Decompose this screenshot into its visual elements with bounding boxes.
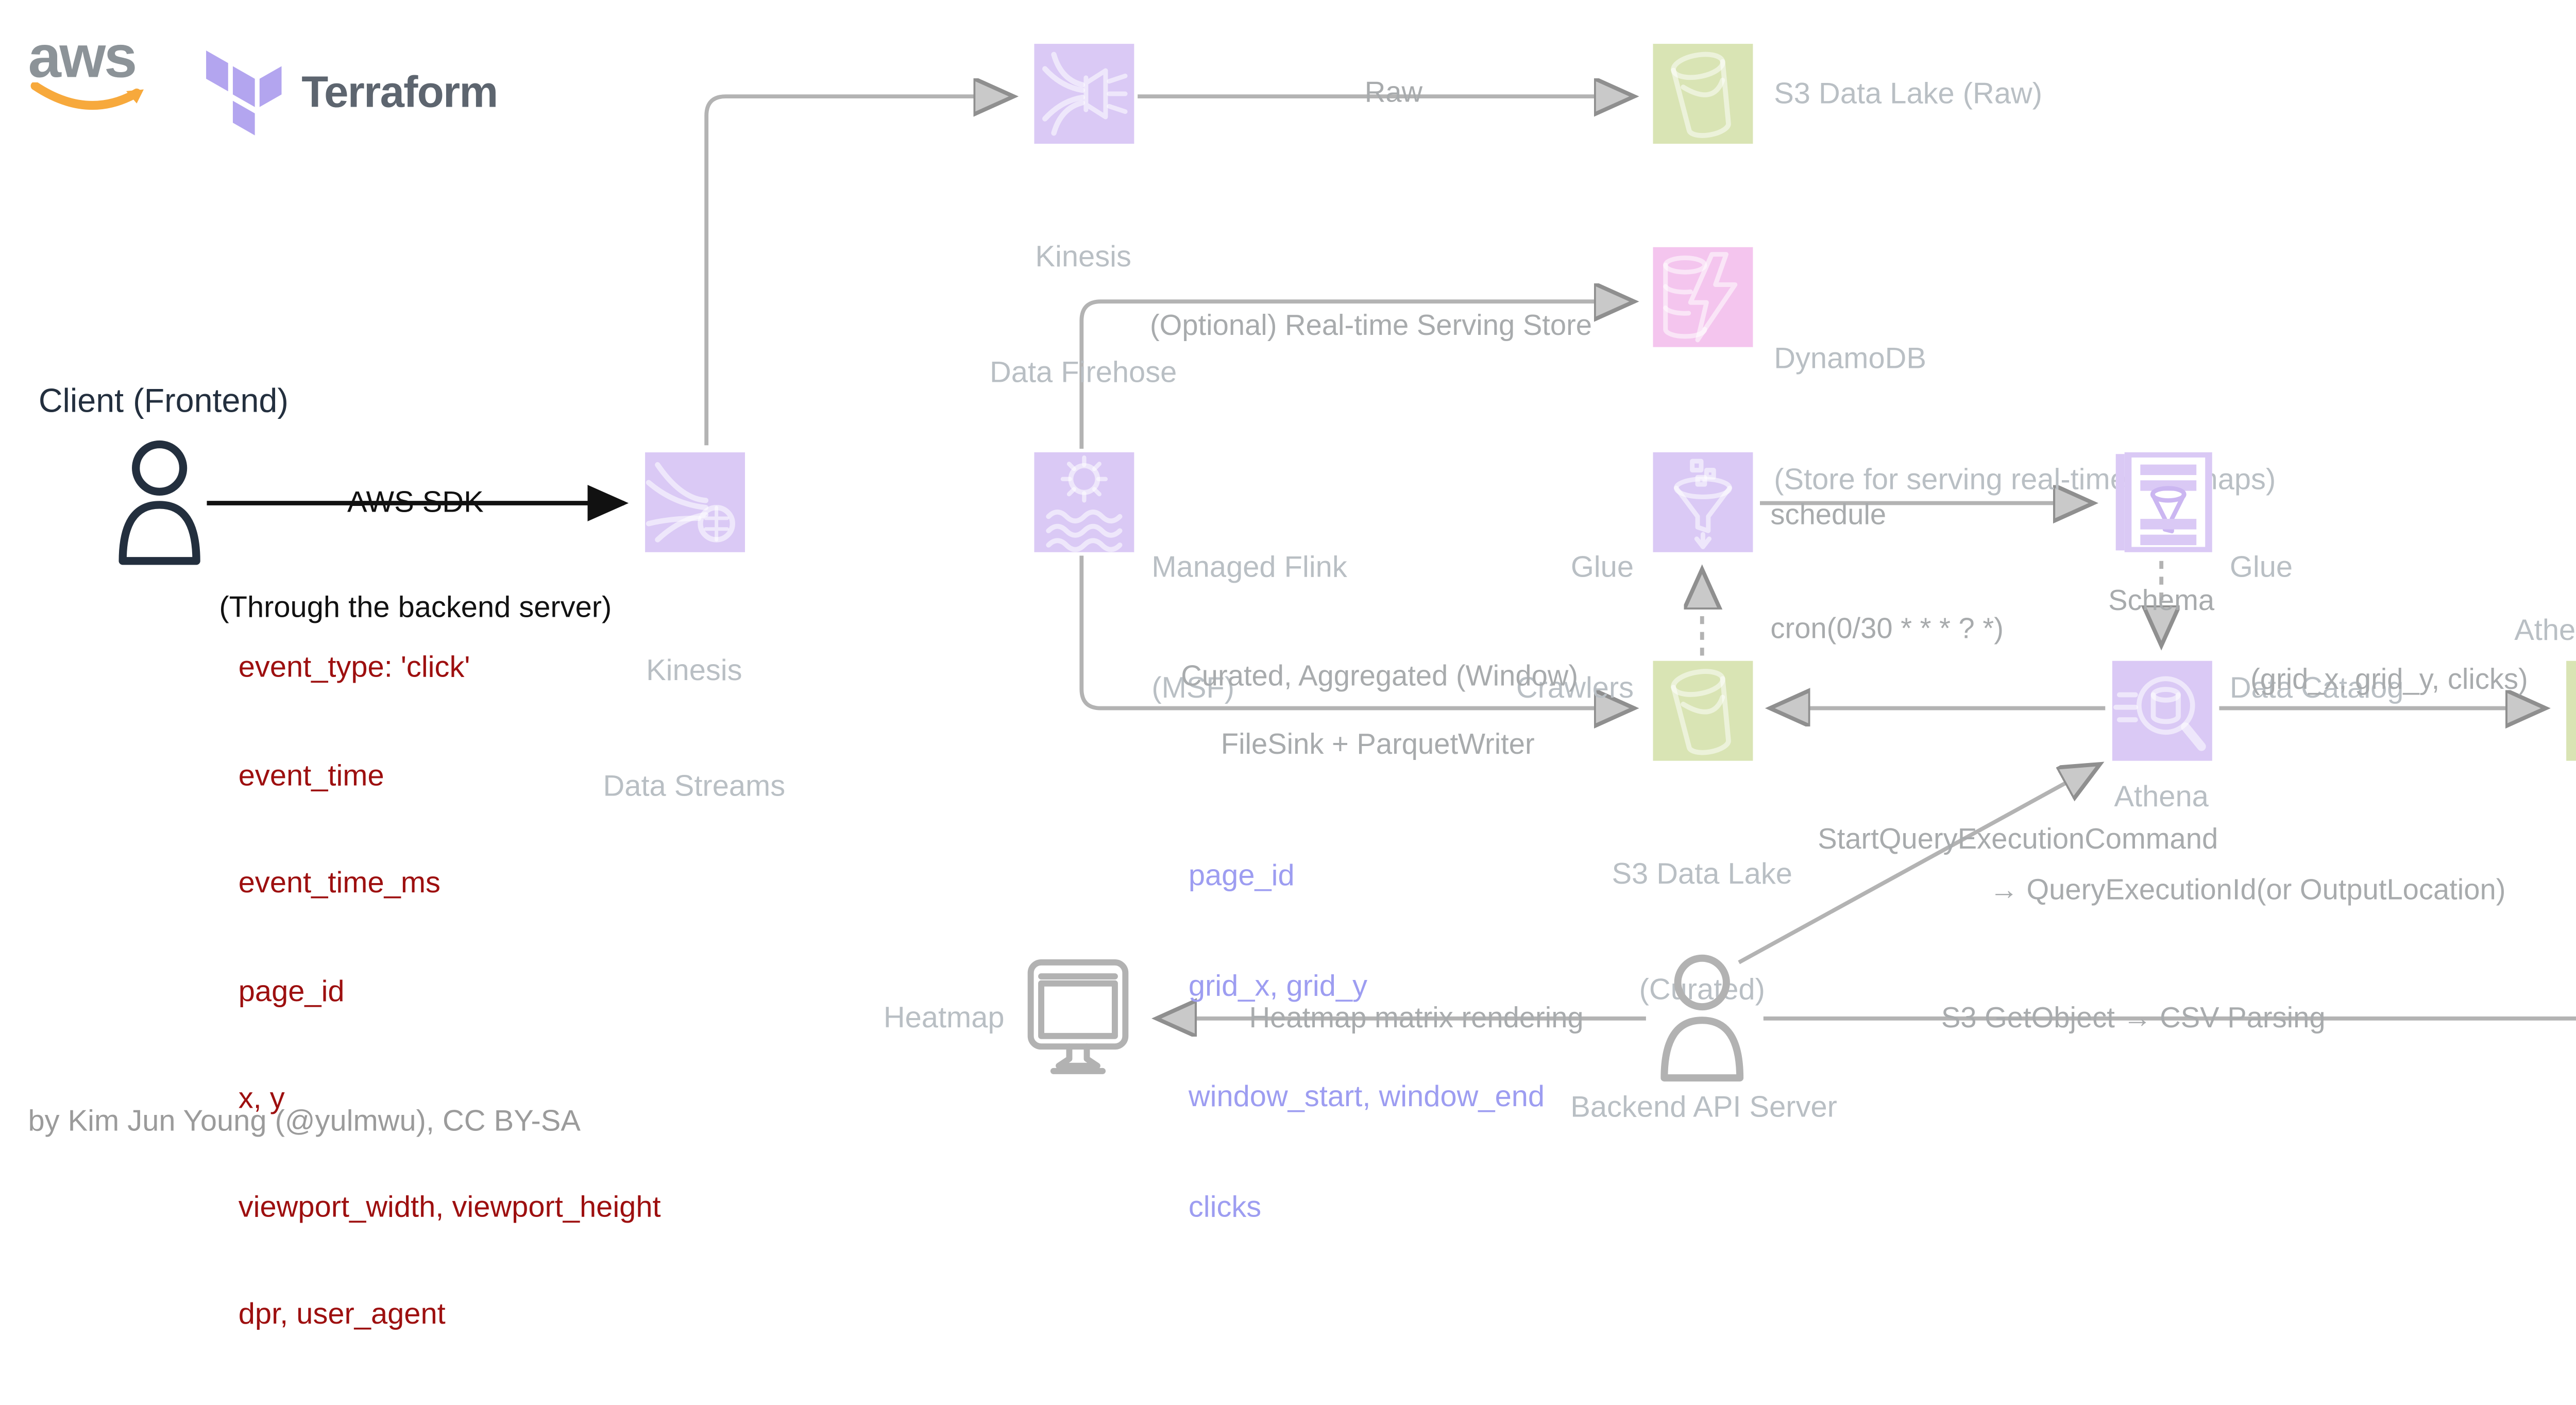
aggregate-field: grid_x, grid_y	[1188, 969, 1368, 1003]
s3-curated-label-line1: S3 Data Lake	[1612, 857, 1792, 891]
aws-sdk-label: AWS SDK (Through the backend server)	[188, 415, 643, 696]
aws-smile-icon	[30, 81, 144, 110]
schema-edge-label: Schema	[2108, 585, 2215, 617]
connector-lines	[207, 0, 2576, 1173]
event-field: dpr, user_agent	[238, 1297, 446, 1331]
edge-backend-to-athena	[1738, 766, 2096, 964]
event-field: event_time	[238, 758, 384, 792]
glue-catalog-label: Glue Data Catalog	[2230, 466, 2404, 789]
heatmap-label: Heatmap	[883, 1001, 1005, 1035]
curated-top-edge-label: Curated, Aggregated (Window)	[1181, 661, 1579, 692]
terraform-icon	[206, 50, 282, 136]
event-field: viewport_width, viewport_height	[238, 1189, 661, 1223]
athena-label: Athena	[2114, 780, 2209, 814]
client-title: Client (Frontend)	[38, 384, 289, 421]
msf-label-line2: (MSF)	[1151, 671, 1235, 705]
msf-label-line1: Managed Flink	[1151, 550, 1347, 584]
client-user-icon	[109, 438, 210, 577]
aws-sdk-line1: AWS SDK	[347, 485, 484, 519]
s3-getobject-edge-label: S3 GetObject → CSV Parsing	[1941, 1003, 2326, 1035]
glue-crawlers-label-line2: Crawlers	[1516, 671, 1634, 705]
s3-curated-label-line2: (Curated)	[1639, 973, 1765, 1006]
dynamodb-icon	[1653, 247, 1753, 347]
backend-label: Backend API Server	[1570, 1090, 1837, 1124]
grid-result-edge-label: (grid_x, grid_y, clicks)	[2250, 664, 2528, 696]
kds-label-line1: Kinesis	[646, 654, 742, 687]
edge-msf-to-s3curated	[1079, 555, 1630, 708]
heatmap-render-edge-label: Heatmap matrix rendering	[1249, 1003, 1584, 1035]
backend-user-icon	[1650, 952, 1755, 1094]
athena-results-label: Athena Results	[2514, 613, 2576, 647]
aws-logo-text: aws	[28, 24, 137, 91]
event-field: event_type: 'click'	[238, 650, 470, 684]
kds-label-line2: Data Streams	[603, 769, 786, 803]
optional-store-edge-label: (Optional) Real-time Serving Store	[1149, 310, 1592, 342]
glue-catalog-label-line2: Data Catalog	[2229, 671, 2404, 705]
curated-bottom-edge-label: FileSink + ParquetWriter	[1221, 729, 1535, 761]
dynamodb-label-line2: (Store for serving real-time heatmaps)	[1774, 463, 2276, 496]
firehose-label: Kinesis Data Firehose	[925, 161, 1241, 470]
event-field: x, y	[238, 1081, 285, 1115]
athena-results-bucket-icon	[2566, 661, 2576, 761]
glue-crawlers-label: Glue Crawlers	[1459, 466, 1634, 789]
s3-curated-label: S3 Data Lake (Curated)	[1545, 778, 1860, 1087]
athena-icon	[2112, 661, 2212, 761]
kinesis-data-streams-icon	[645, 452, 745, 552]
schedule-line2: cron(0/30 * * * ? *)	[1770, 613, 2004, 645]
dynamodb-label-line1: DynamoDB	[1774, 342, 1926, 376]
edge-msf-to-dynamodb	[1079, 301, 1630, 449]
aggregate-field: page_id	[1188, 859, 1295, 892]
dynamodb-label: DynamoDB (Store for serving real-time he…	[1774, 258, 2276, 580]
edge-kds-to-firehose	[704, 96, 1010, 446]
kinesis-data-firehose-icon	[1034, 44, 1134, 144]
aggregate-fields: page_id grid_x, grid_y window_start, win…	[1189, 784, 1545, 1299]
glue-crawlers-icon	[1653, 452, 1753, 552]
event-field: page_id	[238, 974, 345, 1007]
firehose-label-line1: Kinesis	[1035, 240, 1131, 274]
managed-flink-icon	[1034, 452, 1134, 552]
kds-label: Kinesis Data Streams	[536, 575, 852, 884]
s3-curated-bucket-icon	[1653, 661, 1753, 761]
glue-data-catalog-icon	[2112, 450, 2212, 554]
aggregate-field: window_start, window_end	[1188, 1079, 1545, 1113]
schedule-line1: schedule	[1770, 499, 1887, 531]
aggregate-field: clicks	[1188, 1190, 1262, 1224]
schedule-edge-label: schedule cron(0/30 * * * ? *)	[1770, 422, 2003, 724]
heatmap-monitor-icon	[1025, 957, 1134, 1085]
s3-raw-bucket-icon	[1653, 44, 1753, 144]
query-result-edge-label: → QueryExecutionId(or OutputLocation)	[1989, 874, 2506, 907]
s3-raw-label: S3 Data Lake (Raw)	[1774, 77, 2043, 111]
architecture-diagram: aws Terraform Client (Frontend) AWS SDK …	[28, 0, 2576, 1331]
glue-catalog-label-line1: Glue	[2229, 550, 2293, 584]
firehose-label-line2: Data Firehose	[990, 356, 1177, 390]
glue-crawlers-label-line1: Glue	[1570, 550, 1634, 584]
terraform-logo-text: Terraform	[301, 67, 498, 117]
terraform-logo: Terraform	[204, 45, 501, 140]
raw-edge-label: Raw	[1364, 77, 1423, 109]
start-query-edge-label: StartQueryExecutionCommand	[1818, 824, 2218, 856]
attribution-text: by Kim Jun Young (@yulmwu), CC BY-SA	[28, 1104, 581, 1138]
aws-sdk-line2: (Through the backend server)	[219, 590, 612, 624]
aws-logo: aws	[28, 25, 168, 123]
event-field: event_time_ms	[238, 866, 440, 900]
msf-label: Managed Flink (MSF)	[1151, 466, 1347, 789]
